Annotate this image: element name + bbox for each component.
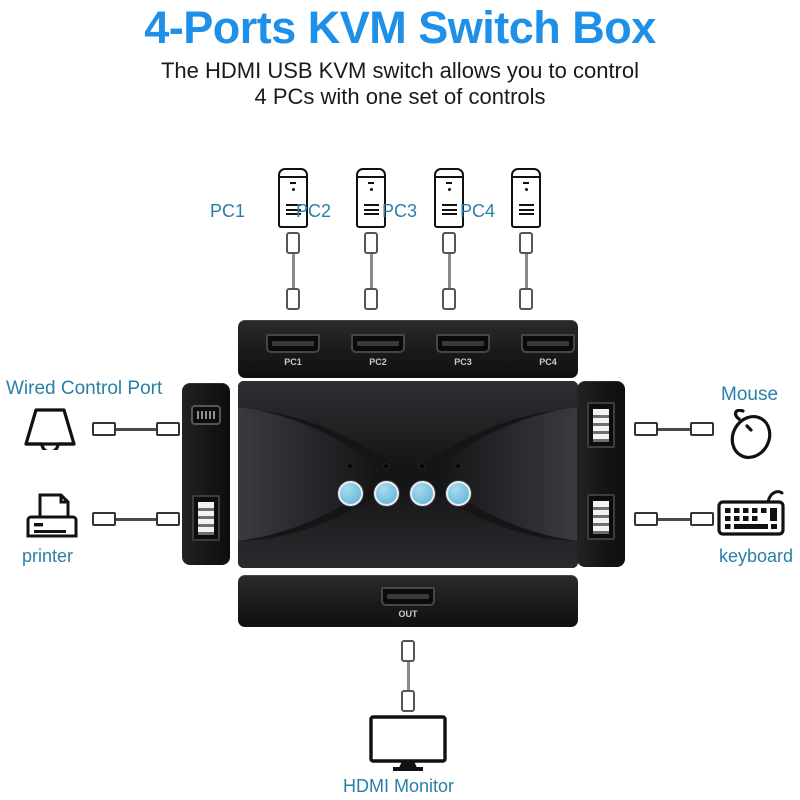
hdmi-port-out-label: OUT [398, 609, 418, 619]
usb-a-mouse-port[interactable] [587, 402, 615, 448]
hdmi-input-bar: PC1 PC2 PC3 PC4 [238, 320, 578, 378]
pc-tower-icon [356, 168, 386, 228]
pc3-cable [442, 232, 456, 310]
usb-a-keyboard-port[interactable] [587, 494, 615, 540]
led-indicator-3 [420, 464, 424, 468]
hdmi-port-out[interactable] [381, 587, 435, 606]
pc2-label: PC2 [296, 201, 332, 221]
left-port-panel [182, 383, 230, 565]
page-title: 4-Ports KVM Switch Box [144, 2, 656, 53]
hdmi-port-pc4[interactable] [521, 334, 575, 353]
wired-remote-icon [22, 404, 78, 450]
pc1-label: PC1 [210, 201, 246, 221]
usb-a-printer-port[interactable] [192, 495, 220, 541]
keyboard-cable [634, 512, 714, 526]
monitor-icon [368, 714, 448, 772]
pc-tower-icon [511, 168, 541, 228]
select-button-2[interactable] [374, 481, 399, 506]
hdmi-port-pc4-label: PC4 [539, 357, 557, 367]
pc2-cable [364, 232, 378, 310]
pc-tower-icon [434, 168, 464, 228]
hdmi-port-pc1-label: PC1 [284, 357, 302, 367]
wired-control-port-label: Wired Control Port [6, 378, 163, 399]
hdmi-port-pc3[interactable] [436, 334, 490, 353]
select-button-4[interactable] [446, 481, 471, 506]
subtitle-line-1: The HDMI USB KVM switch allows you to co… [160, 58, 640, 83]
hdmi-port-pc2[interactable] [351, 334, 405, 353]
control-port-cable [92, 422, 180, 436]
right-port-panel [577, 381, 625, 567]
mouse-cable [634, 422, 714, 436]
hdmi-output-bar: OUT [238, 575, 578, 627]
keyboard-icon [716, 488, 790, 538]
mouse-icon [723, 409, 779, 461]
hdmi-port-pc1[interactable] [266, 334, 320, 353]
body-x-contour [238, 381, 578, 568]
select-button-3[interactable] [410, 481, 435, 506]
monitor-cable [401, 640, 415, 712]
pc-tower-icon [278, 168, 308, 228]
select-button-1[interactable] [338, 481, 363, 506]
hdmi-port-pc3-label: PC3 [454, 357, 472, 367]
subtitle-line-2: 4 PCs with one set of controls [254, 84, 546, 109]
mini-usb-control-port[interactable] [191, 405, 221, 425]
hdmi-port-pc2-label: PC2 [369, 357, 387, 367]
pc4-label: PC4 [460, 201, 496, 221]
pc4-cable [519, 232, 533, 310]
printer-cable [92, 512, 180, 526]
hdmi-monitor-label: HDMI Monitor [343, 776, 455, 796]
printer-label: printer [22, 546, 74, 566]
pc3-label: PC3 [382, 201, 418, 221]
printer-icon [25, 492, 79, 544]
kvm-device-body [238, 381, 578, 568]
led-indicator-4 [456, 464, 460, 468]
led-indicator-2 [384, 464, 388, 468]
pc1-cable [286, 232, 300, 310]
led-indicator-1 [348, 464, 352, 468]
keyboard-label: keyboard [719, 546, 794, 566]
mouse-label: Mouse [721, 384, 779, 405]
page-subtitle: The HDMI USB KVM switch allows you to co… [0, 58, 800, 110]
